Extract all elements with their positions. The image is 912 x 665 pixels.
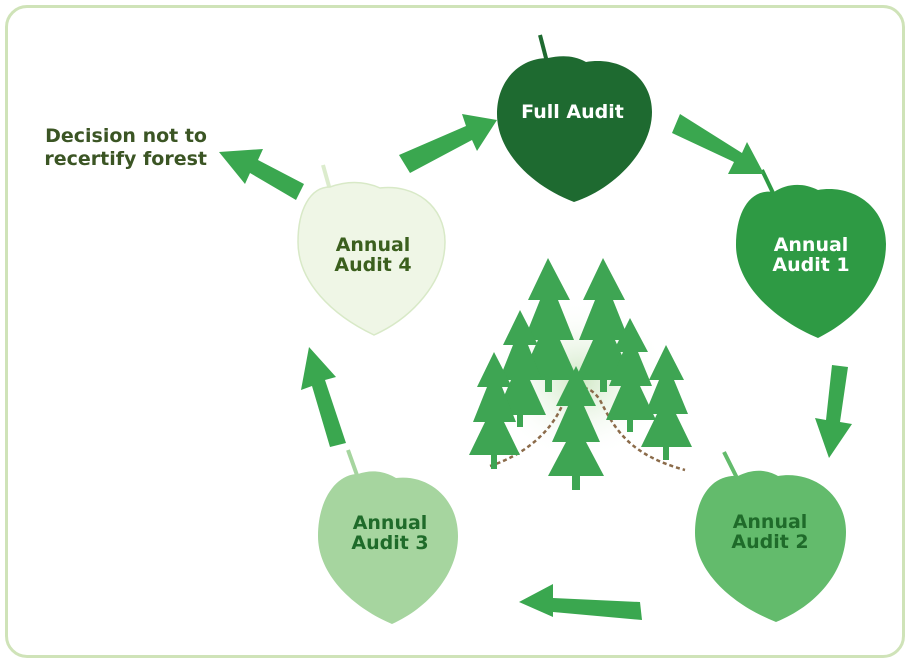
decision-line-2: recertify forest xyxy=(44,147,207,170)
arrow-2-to-3 xyxy=(519,584,642,620)
annual-audit-4-label: Annual Audit 4 xyxy=(334,234,412,276)
full-audit-label: Full Audit xyxy=(521,101,624,123)
tree xyxy=(548,366,604,476)
arrow-1-to-2 xyxy=(815,365,852,458)
arrow-4-to-full xyxy=(399,114,497,173)
annual-audit-1-label: Annual Audit 1 xyxy=(772,234,850,276)
arrow-3-to-4 xyxy=(301,347,346,447)
annual-audit-3-label: Annual Audit 3 xyxy=(351,512,429,554)
arrow-decision xyxy=(219,149,304,200)
decision-line-1: Decision not to xyxy=(45,125,207,147)
annual-audit-2-label: Annual Audit 2 xyxy=(731,511,809,553)
tree xyxy=(520,258,578,380)
leaf-annual-audit-3 xyxy=(318,449,458,624)
arrows xyxy=(219,114,852,620)
tree xyxy=(641,345,692,447)
tree xyxy=(469,352,520,455)
arrow-full-to-1 xyxy=(672,114,764,174)
leaf-annual-audit-1 xyxy=(736,169,886,338)
forest-illustration xyxy=(469,258,692,490)
tree xyxy=(496,310,546,415)
leaf-annual-audit-2 xyxy=(695,451,846,622)
leaf-full-audit xyxy=(497,34,652,202)
tree xyxy=(606,318,656,420)
decision-not-to-recertify-label: Decision not to recertify forest xyxy=(22,125,207,171)
leaf-annual-audit-4 xyxy=(297,164,446,336)
